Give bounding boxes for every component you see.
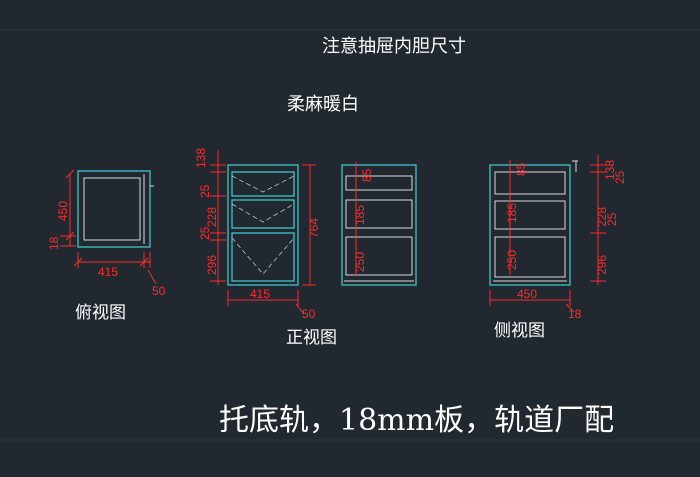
side-box-3 bbox=[494, 236, 566, 278]
front-offset-dim: 50 bbox=[302, 307, 316, 321]
side-view-label: 侧视图 bbox=[494, 321, 545, 341]
leader-line bbox=[147, 269, 157, 285]
inner-mid-dim: 185 bbox=[353, 205, 367, 225]
side-gap-b-dim: 25 bbox=[605, 212, 619, 226]
front-gap-a-dim: 25 bbox=[198, 184, 212, 198]
front-inner-view: 85 185 250 bbox=[341, 162, 417, 286]
inner-box-3 bbox=[345, 236, 413, 276]
front-drawer-1 bbox=[231, 171, 295, 197]
front-opening-mark-2 bbox=[231, 203, 295, 223]
inner-box-1 bbox=[345, 175, 413, 191]
side-view: 85 185 250 138 25 228 25 296 450 18 侧视图 bbox=[489, 155, 627, 341]
side-h1-dim: 228 bbox=[595, 207, 609, 227]
front-drawer-2 bbox=[231, 199, 295, 229]
dim-tick bbox=[65, 169, 75, 179]
side-box-1 bbox=[494, 171, 566, 195]
front-drawer-3 bbox=[231, 232, 295, 282]
front-h2-dim: 296 bbox=[205, 255, 219, 275]
leader-line bbox=[295, 303, 305, 315]
front-view-outer bbox=[227, 164, 299, 286]
top-view: 450 18 415 50 俯视图 bbox=[47, 169, 166, 323]
inner-bot-dim: 250 bbox=[353, 252, 367, 272]
side-mid-dim: 185 bbox=[505, 203, 519, 223]
material-label: 柔麻暖白 bbox=[287, 94, 359, 115]
top-view-inner bbox=[83, 177, 141, 241]
front-opening-mark-3 bbox=[231, 237, 295, 275]
construction-note: 托底轨，18mm板，轨道厂配 bbox=[219, 403, 614, 438]
dim-tick bbox=[73, 257, 83, 267]
side-bot-dim: 250 bbox=[505, 250, 519, 270]
drawing-title: 注意抽屉内胆尺寸 bbox=[322, 36, 466, 57]
side-box-2 bbox=[494, 200, 566, 230]
side-width-dim: 450 bbox=[517, 287, 537, 301]
top-thickness-dim: 18 bbox=[47, 236, 61, 250]
front-width-dim: 415 bbox=[250, 287, 270, 301]
top-offset-dim: 50 bbox=[152, 284, 166, 298]
inner-top-dim: 85 bbox=[360, 168, 374, 182]
top-width-dim: 415 bbox=[98, 265, 118, 279]
side-h2-dim: 296 bbox=[595, 255, 609, 275]
side-top-gap-dim: 138 bbox=[603, 160, 617, 180]
side-view-outer bbox=[489, 164, 571, 286]
front-top-gap-dim: 138 bbox=[194, 148, 208, 168]
leader-line bbox=[565, 303, 575, 313]
front-view-label: 正视图 bbox=[286, 328, 337, 348]
front-opening-mark-1 bbox=[231, 175, 295, 193]
inner-outer bbox=[341, 164, 417, 286]
dim-tick bbox=[139, 257, 149, 267]
inner-box-2 bbox=[345, 199, 413, 229]
top-depth-dim: 450 bbox=[56, 201, 70, 221]
front-h1-dim: 228 bbox=[205, 207, 219, 227]
side-top-dim: 85 bbox=[514, 162, 528, 176]
top-view-outer bbox=[77, 170, 151, 248]
front-total-height-dim: 764 bbox=[307, 218, 321, 238]
side-gap-a-dim: 25 bbox=[613, 170, 627, 184]
top-view-label: 俯视图 bbox=[75, 303, 126, 323]
front-view: 138 25 228 25 296 764 415 50 正视图 bbox=[194, 148, 337, 348]
side-thickness-dim: 18 bbox=[568, 307, 582, 321]
front-gap-b-dim: 25 bbox=[198, 226, 212, 240]
